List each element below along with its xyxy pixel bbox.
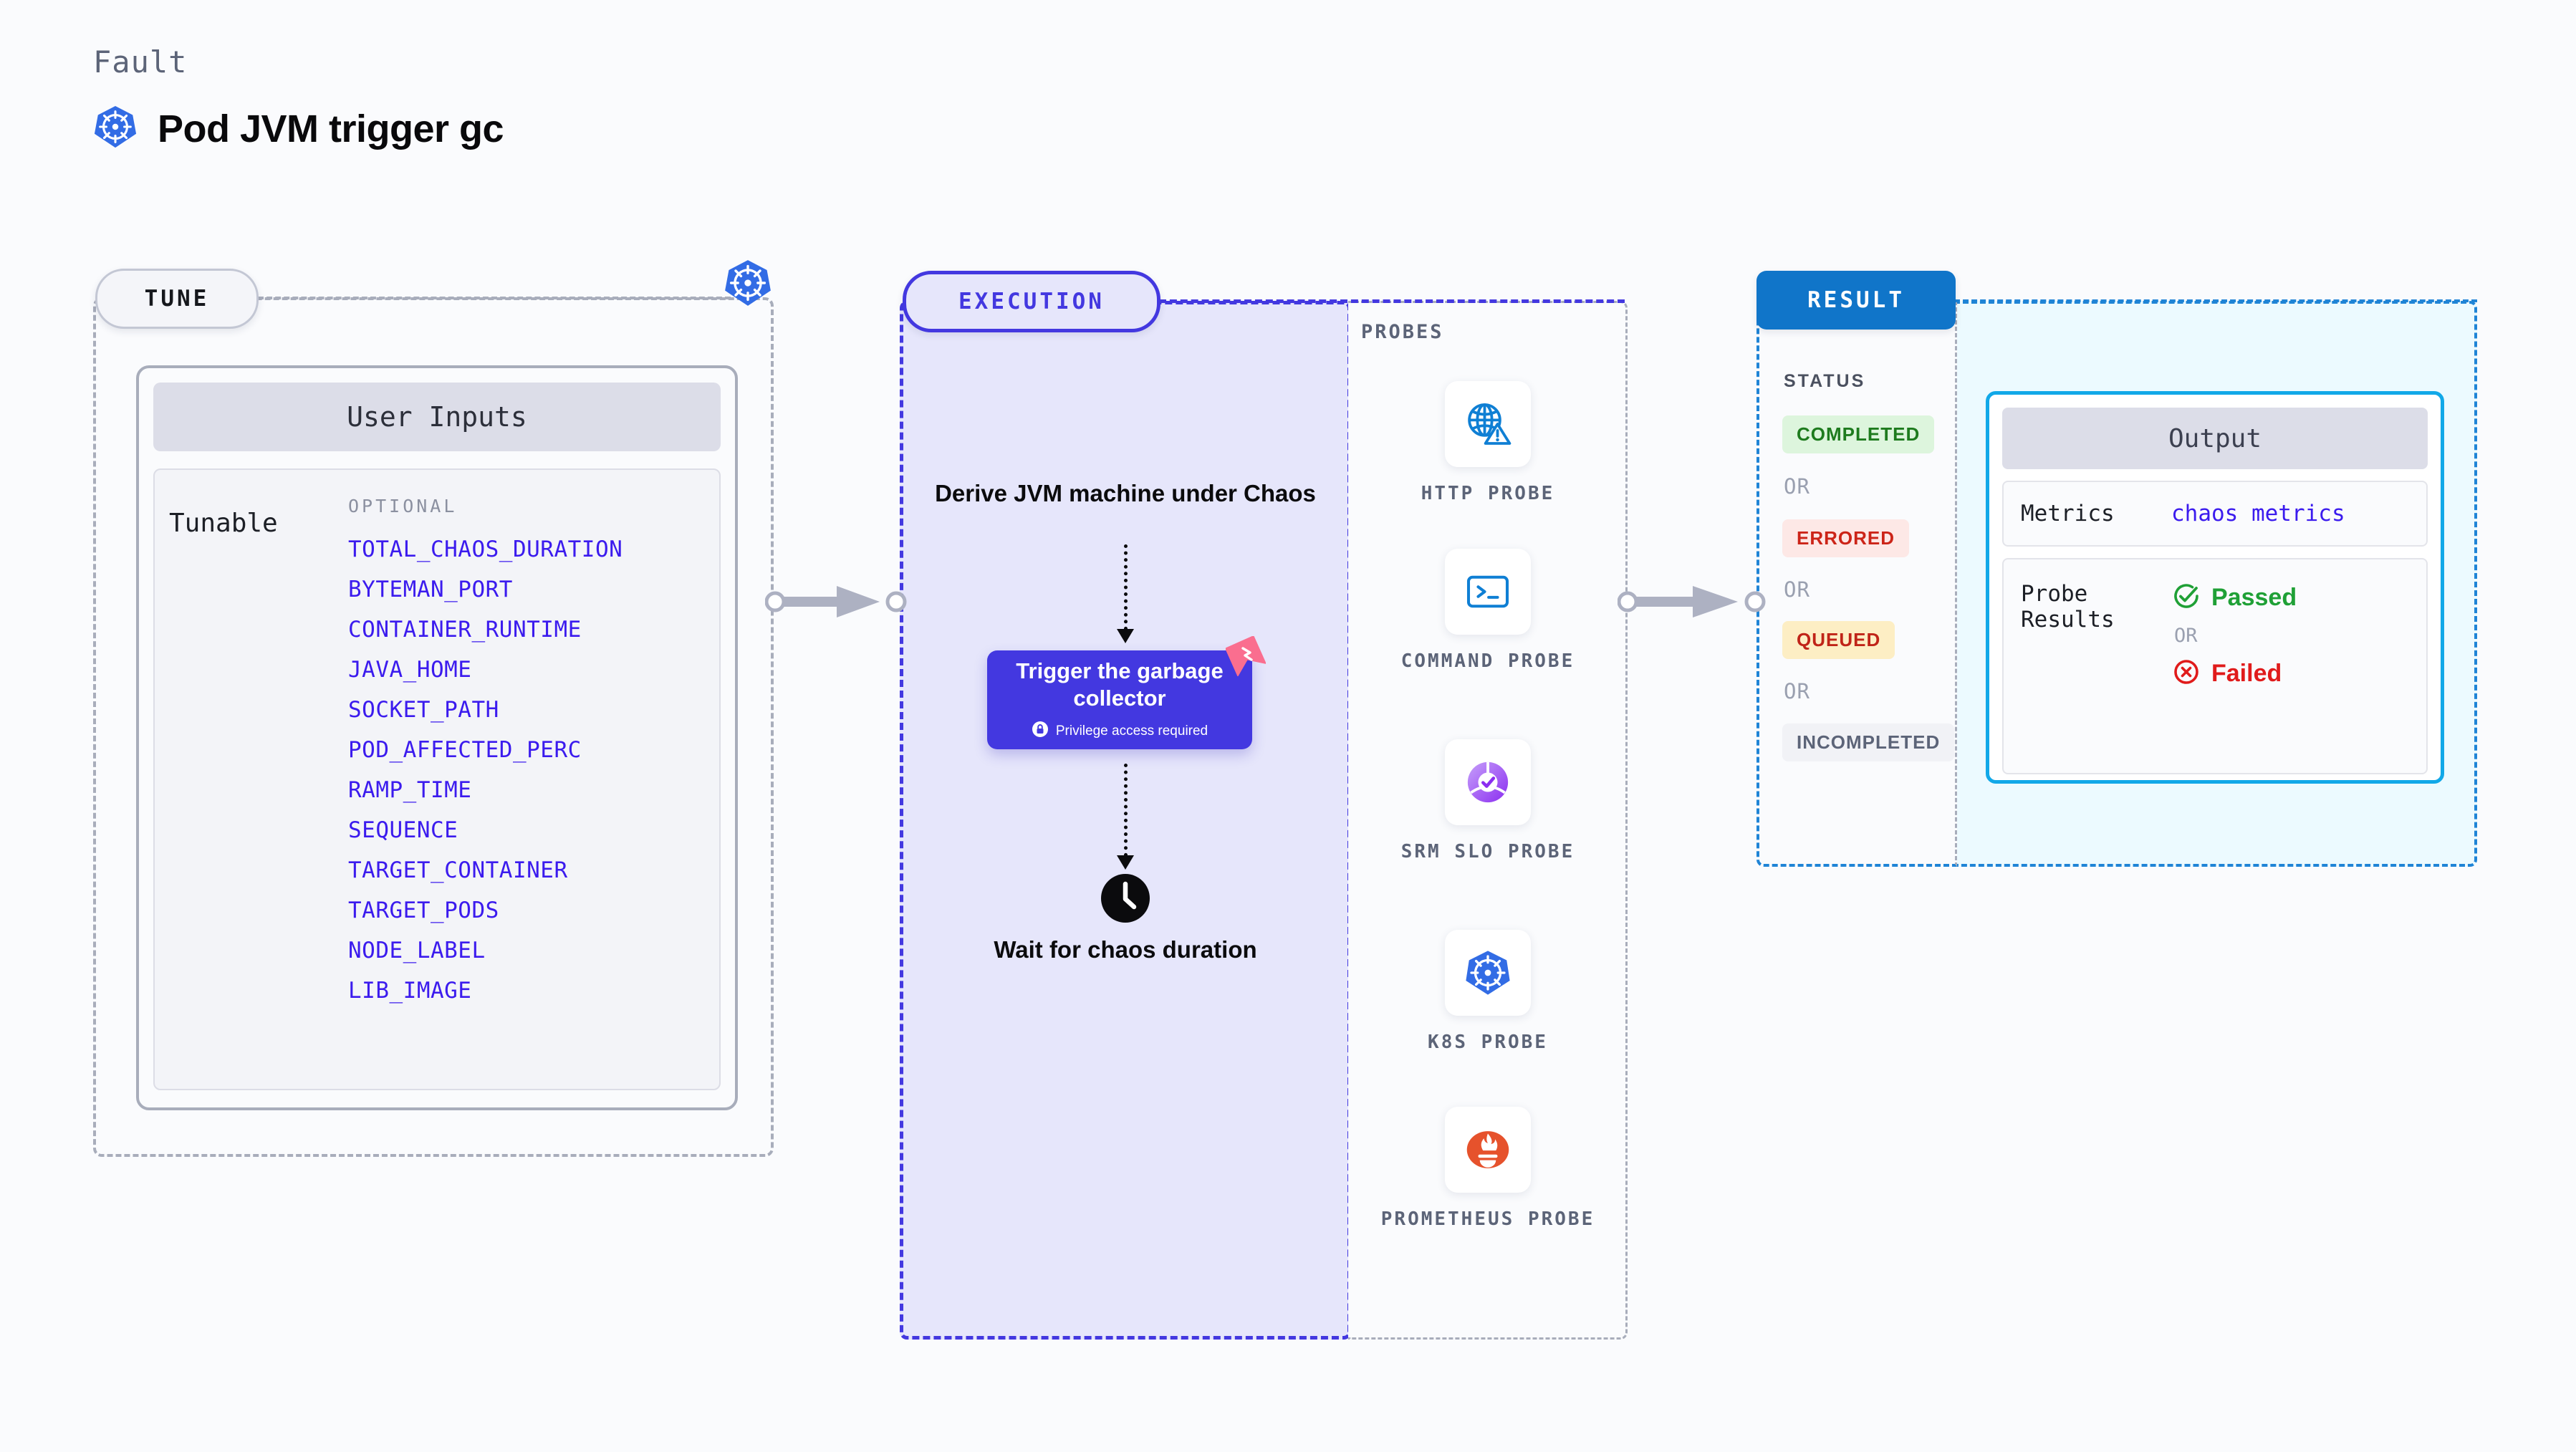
probe-result-passed: Passed — [2171, 581, 2297, 615]
connector-execution-to-result — [1618, 586, 1766, 617]
probe-result-or-label: OR — [2174, 625, 2198, 647]
tunable-item[interactable]: POD_AFFECTED_PERC — [348, 737, 582, 763]
x-circle-icon — [2171, 657, 2201, 691]
probe-results-values: Passed OR Failed — [2171, 581, 2297, 773]
probe-label: PROMETHEUS PROBE — [1380, 1208, 1595, 1230]
tunable-item[interactable]: BYTEMAN_PORT — [348, 577, 513, 602]
status-or-label: OR — [1784, 679, 1810, 703]
probe-results-key: Probe Results — [2021, 581, 2115, 633]
flow-arrow-head — [1117, 629, 1134, 643]
probe-item-srm-slo[interactable]: SRM SLO PROBE — [1348, 739, 1628, 865]
metrics-value[interactable]: chaos metrics — [2171, 501, 2345, 527]
tunable-item[interactable]: TARGET_CONTAINER — [348, 857, 568, 883]
probe-label: SRM SLO PROBE — [1400, 841, 1575, 862]
kubernetes-icon — [93, 104, 138, 153]
page-title-row: Pod JVM trigger gc — [93, 104, 504, 153]
user-inputs-card: User Inputs Tunable OPTIONAL TOTAL_CHAOS… — [136, 365, 738, 1110]
harness-ribbon-icon — [1224, 635, 1267, 680]
tunable-item[interactable]: CONTAINER_RUNTIME — [348, 617, 582, 643]
probe-item-k8s[interactable]: K8S PROBE — [1348, 930, 1628, 1055]
privilege-note-text: Privilege access required — [1055, 723, 1208, 739]
trigger-gc-action-card[interactable]: Trigger the garbage collector Privilege … — [987, 650, 1252, 749]
probe-item-prometheus[interactable]: PROMETHEUS PROBE — [1348, 1107, 1628, 1232]
probe-label: K8S PROBE — [1428, 1032, 1548, 1053]
tune-stage-badge[interactable]: TUNE — [95, 269, 259, 329]
probe-label: HTTP PROBE — [1421, 483, 1555, 504]
status-badge-completed: COMPLETED — [1782, 415, 1935, 453]
tunable-item[interactable]: SEQUENCE — [348, 817, 458, 843]
metrics-key: Metrics — [2021, 501, 2115, 527]
tunable-item[interactable]: SOCKET_PATH — [348, 697, 499, 723]
tune-connector-line — [258, 297, 731, 299]
execution-connector-line — [1159, 299, 1625, 303]
probe-result-failed-label: Failed — [2211, 660, 2282, 687]
page-title: Pod JVM trigger gc — [158, 107, 504, 150]
fault-eyebrow-label: Fault — [93, 44, 188, 80]
output-header: Output — [2002, 408, 2428, 469]
flow-arrow-head — [1117, 855, 1134, 870]
probe-result-failed: Failed — [2171, 657, 2297, 691]
result-status-panel — [1756, 301, 1957, 867]
result-stage-badge[interactable]: RESULT — [1756, 271, 1956, 330]
probe-label: COMMAND PROBE — [1400, 650, 1575, 672]
status-or-label: OR — [1784, 577, 1810, 602]
execution-stage-badge[interactable]: EXECUTION — [903, 271, 1160, 332]
probe-results-row: Probe Results Passed OR — [2002, 558, 2428, 774]
probe-item-http[interactable]: HTTP PROBE — [1348, 381, 1628, 506]
status-badge-errored: ERRORED — [1782, 519, 1910, 557]
tunable-item[interactable]: NODE_LABEL — [348, 938, 486, 963]
metrics-row: Metrics chaos metrics — [2002, 481, 2428, 547]
flow-arrow-line — [1124, 764, 1128, 857]
globe-warning-icon — [1445, 381, 1531, 467]
derive-step-label: Derive JVM machine under Chaos — [935, 480, 1316, 506]
probes-section-label: PROBES — [1361, 321, 1444, 343]
result-connector-line — [1954, 299, 2477, 302]
tunable-item[interactable]: LIB_IMAGE — [348, 978, 472, 1004]
probe-result-passed-label: Passed — [2211, 584, 2297, 611]
action-card-title: Trigger the garbage collector — [1016, 658, 1224, 711]
status-badge-incompleted: INCOMPLETED — [1782, 723, 1955, 761]
kubernetes-icon — [1445, 930, 1531, 1016]
connector-tune-to-execution — [765, 586, 907, 617]
privilege-note: Privilege access required — [1032, 721, 1208, 742]
status-or-label: OR — [1784, 474, 1810, 499]
tunable-section: Tunable OPTIONAL TOTAL_CHAOS_DURATION BY… — [153, 468, 721, 1090]
prometheus-icon — [1445, 1107, 1531, 1193]
clock-icon — [1100, 872, 1151, 924]
flow-arrow-line — [1124, 544, 1128, 630]
tunable-item[interactable]: TARGET_PODS — [348, 898, 499, 923]
tunable-label: Tunable — [169, 509, 278, 538]
tunable-list: OPTIONAL TOTAL_CHAOS_DURATION BYTEMAN_PO… — [348, 496, 712, 1089]
terminal-icon — [1445, 549, 1531, 635]
status-label: STATUS — [1784, 371, 1866, 391]
optional-label: OPTIONAL — [348, 496, 458, 516]
status-badge-queued: QUEUED — [1782, 621, 1895, 659]
check-circle-icon — [2171, 581, 2201, 615]
output-card: Output Metrics chaos metrics Probe Resul… — [1986, 391, 2444, 784]
tunable-item[interactable]: RAMP_TIME — [348, 777, 472, 803]
page-header: Fault Pod JVM trigger gc — [93, 44, 504, 153]
lock-icon — [1032, 721, 1049, 742]
kubernetes-icon — [724, 258, 772, 312]
user-inputs-header: User Inputs — [153, 383, 721, 451]
probe-item-command[interactable]: COMMAND PROBE — [1348, 549, 1628, 674]
tunable-item[interactable]: TOTAL_CHAOS_DURATION — [348, 537, 623, 562]
tunable-item[interactable]: JAVA_HOME — [348, 657, 472, 683]
wait-step-label: Wait for chaos duration — [994, 936, 1257, 963]
slo-donut-check-icon — [1445, 739, 1531, 825]
